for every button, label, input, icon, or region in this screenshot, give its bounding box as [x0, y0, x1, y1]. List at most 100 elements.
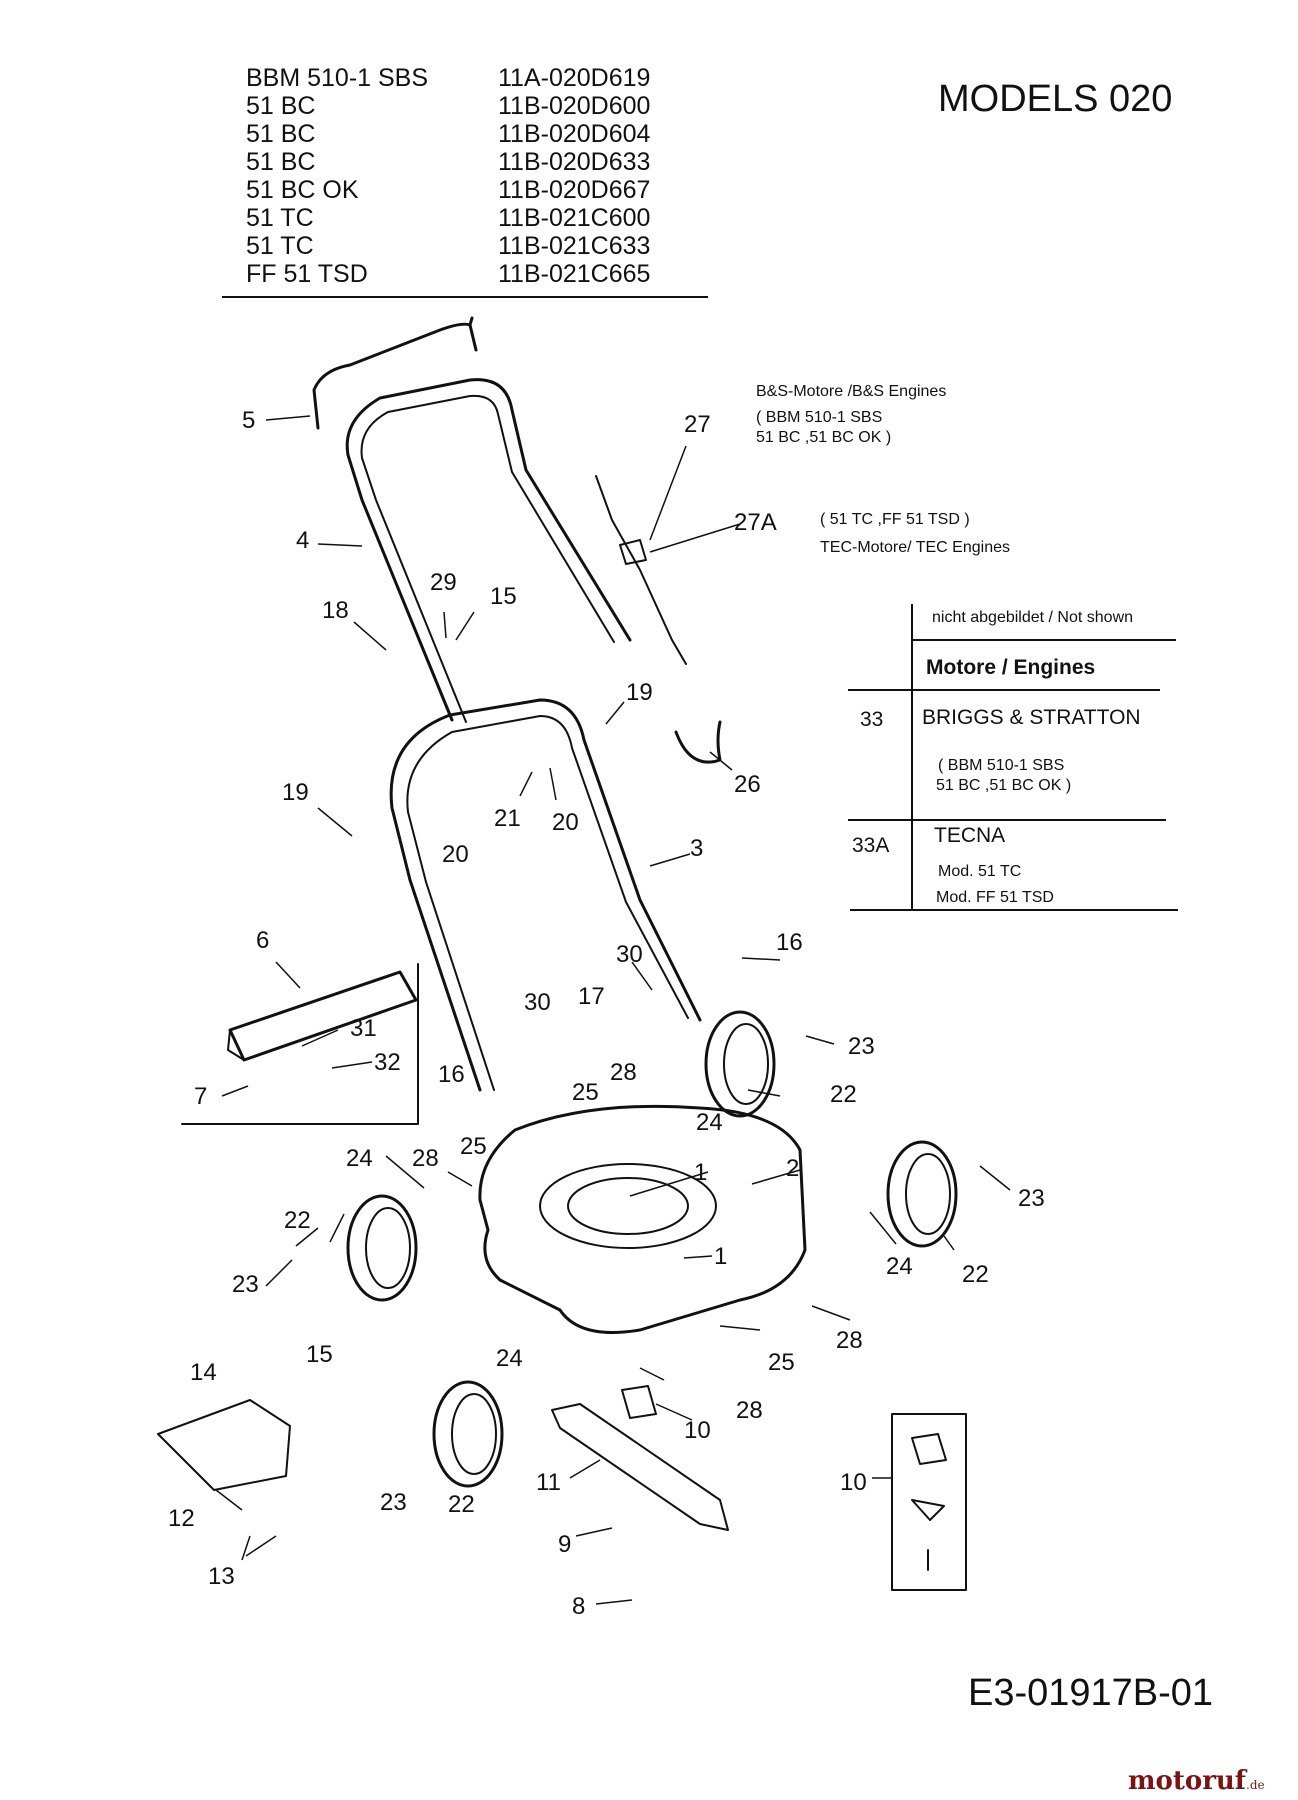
callout-23-lower: 23 [380, 1489, 407, 1516]
model-name-1: BBM 510-1 SBS [246, 64, 429, 92]
callout-28-lower: 28 [736, 1397, 763, 1424]
bs-engines-note: B&S-Motore /B&S Engines [756, 383, 947, 400]
engine-row-1-brand: BRIGGS & STRATTON [922, 706, 1141, 729]
callout-23-right-upper: 23 [848, 1033, 875, 1060]
callout-25-right: 25 [768, 1349, 795, 1376]
model-name-4: 51 BC [246, 148, 316, 176]
bail-bar-part [312, 316, 478, 430]
document-code: E3-01917B-01 [968, 1672, 1214, 1714]
callout-8: 8 [572, 1593, 585, 1620]
callout-5: 5 [242, 407, 255, 434]
model-name-8: FF 51 TSD [246, 260, 368, 288]
callout-26: 26 [734, 771, 761, 798]
callout-25-upper: 25 [572, 1079, 599, 1106]
callout-27: 27 [684, 411, 711, 438]
upper-handle-part [345, 378, 632, 722]
callout-14: 14 [190, 1359, 217, 1386]
watermark-suffix: .de [1246, 1778, 1265, 1792]
callout-16-right: 16 [776, 929, 803, 956]
cable-tie-part [674, 720, 722, 764]
model-name-3: 51 BC [246, 120, 316, 148]
leader-lines [215, 415, 1011, 1605]
callout-16-left: 16 [438, 1061, 465, 1088]
cable-clip-part [619, 539, 647, 565]
watermark-brand: motoruf [1128, 1766, 1246, 1796]
callout-10-kit: 10 [840, 1469, 867, 1496]
callout-22-lower: 22 [448, 1491, 475, 1518]
catcher-bracket-part [228, 970, 418, 1062]
wheel-rear-right-part [704, 1010, 776, 1118]
control-cable-part [595, 475, 687, 665]
model-number-1: 11A-020D619 [498, 64, 651, 92]
model-number-4: 11B-020D633 [498, 148, 651, 176]
callout-22-right-lower: 22 [962, 1261, 989, 1288]
model-number-8: 11B-021C665 [498, 260, 651, 288]
callout-24-upper: 24 [696, 1109, 723, 1136]
bs-models-note-2: 51 BC ,51 BC OK ) [756, 429, 892, 446]
callout-32: 32 [374, 1049, 401, 1076]
callout-20-right: 20 [552, 809, 579, 836]
engine-row-2-brand: TECNA [934, 824, 1006, 847]
callout-6: 6 [256, 927, 269, 954]
callout-23-left: 23 [232, 1271, 259, 1298]
page-title: MODELS 020 [938, 78, 1173, 120]
models-divider [222, 296, 708, 298]
callout-17: 17 [578, 983, 605, 1010]
callout-19-right: 19 [626, 679, 653, 706]
engine-row-2-detail-2: Mod. FF 51 TSD [936, 889, 1054, 906]
callout-18: 18 [322, 597, 349, 624]
callout-1-lower: 1 [714, 1243, 727, 1270]
callout-19-left: 19 [282, 779, 309, 806]
model-name-7: 51 TC [246, 232, 314, 260]
callout-2: 2 [786, 1155, 799, 1182]
model-name-2: 51 BC [246, 92, 316, 120]
engine-row-1-number: 33 [860, 708, 884, 731]
wheel-front-right-part [886, 1140, 958, 1248]
wheel-rear-left-part [346, 1194, 418, 1302]
callout-30-right: 30 [616, 941, 643, 968]
callout-27a: 27A [734, 509, 777, 536]
callout-12: 12 [168, 1505, 195, 1532]
model-name-6: 51 TC [246, 204, 314, 232]
callout-7: 7 [194, 1083, 207, 1110]
callout-24-left: 24 [346, 1145, 373, 1172]
callout-31: 31 [350, 1015, 377, 1042]
watermark-logo: motoruf.de [1128, 1766, 1265, 1796]
callout-25-left: 25 [460, 1133, 487, 1160]
callout-10-blade: 10 [684, 1417, 711, 1444]
bs-models-note-1: ( BBM 510-1 SBS [756, 409, 883, 426]
callout-23-far-right: 23 [1018, 1185, 1045, 1212]
model-name-5: 51 BC OK [246, 176, 359, 204]
tec-engines-note: TEC-Motore/ TEC Engines [820, 539, 1010, 556]
callout-1-upper: 1 [694, 1159, 707, 1186]
engine-row-2-number: 33A [852, 834, 890, 857]
mower-deck-part [478, 1104, 807, 1334]
blade-adapter-part [621, 1385, 657, 1419]
not-shown-note: nicht abgebildet / Not shown [932, 609, 1134, 626]
callout-28-upper: 28 [610, 1059, 637, 1086]
callout-3: 3 [690, 835, 703, 862]
callout-28-right: 28 [836, 1327, 863, 1354]
callout-15-lower: 15 [306, 1341, 333, 1368]
model-number-6: 11B-021C600 [498, 204, 651, 232]
engine-row-1-detail-1: ( BBM 510-1 SBS [938, 757, 1065, 774]
callout-29: 29 [430, 569, 457, 596]
callout-9: 9 [558, 1531, 571, 1558]
model-number-2: 11B-020D600 [498, 92, 651, 120]
blade-part [551, 1403, 729, 1531]
callout-24-right: 24 [886, 1253, 913, 1280]
callout-28-left: 28 [412, 1145, 439, 1172]
callout-22-left: 22 [284, 1207, 311, 1234]
tec-models-note: ( 51 TC ,FF 51 TSD ) [820, 511, 970, 528]
callout-21: 21 [494, 805, 521, 832]
callout-4: 4 [296, 527, 309, 554]
callout-15-upper: 15 [490, 583, 517, 610]
engine-row-1-detail-2: 51 BC ,51 BC OK ) [936, 777, 1072, 794]
adapter-kit-box [891, 1413, 967, 1591]
discharge-deflector-part [157, 1399, 291, 1491]
callout-13: 13 [208, 1563, 235, 1590]
model-number-5: 11B-020D667 [498, 176, 651, 204]
engine-table-lines [848, 604, 1178, 911]
deck-engine-mount [539, 1163, 717, 1249]
wheel-front-left-part [432, 1380, 504, 1488]
